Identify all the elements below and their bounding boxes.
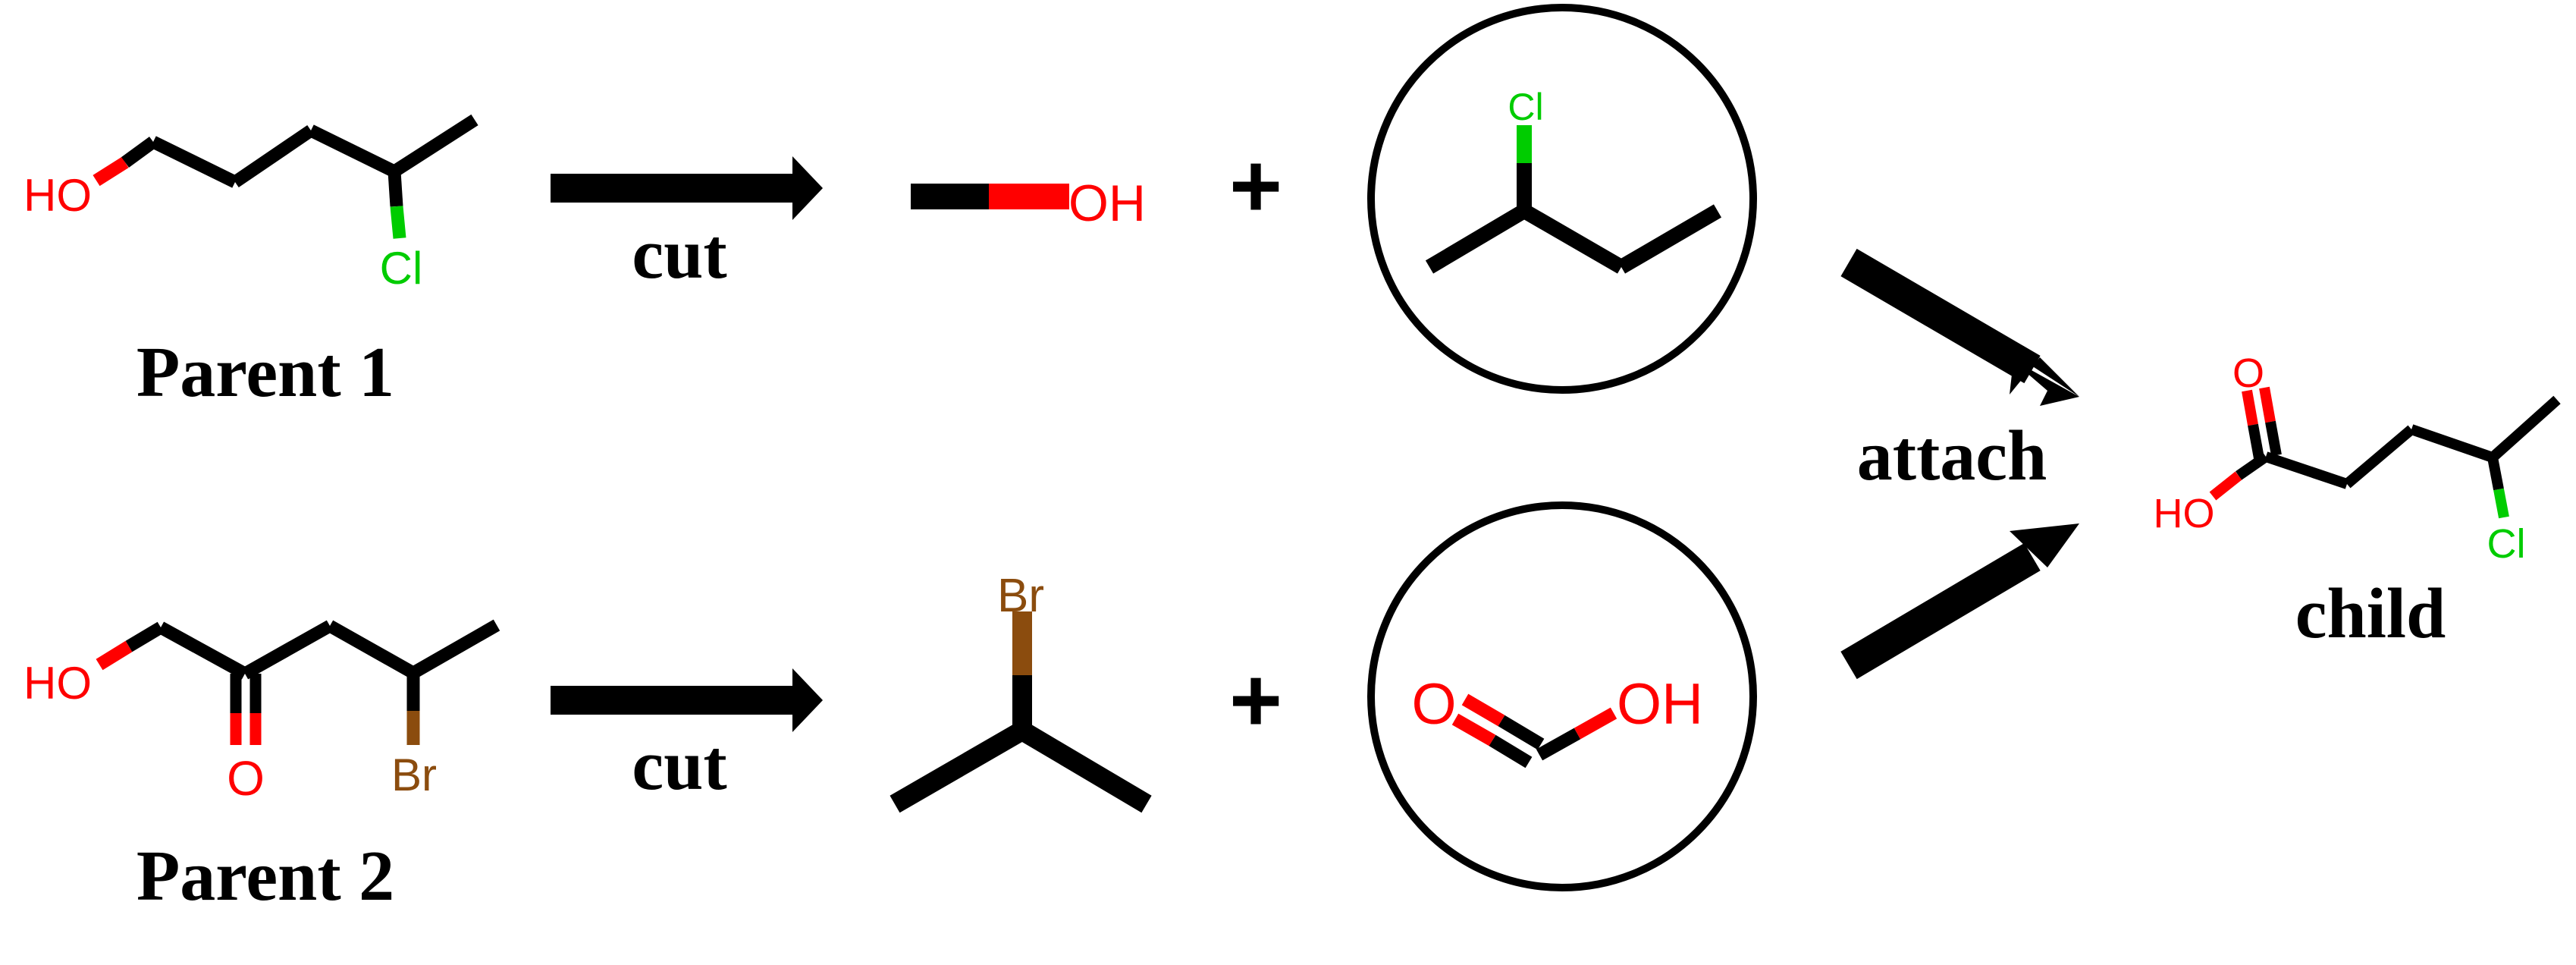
atom-label: HO (2154, 491, 2215, 536)
atom-label: Br (997, 570, 1044, 622)
atom-label: Cl (2487, 521, 2526, 567)
fragment-bromopropane: Br (890, 570, 1152, 813)
bond (326, 620, 417, 679)
fragment-formic-acid: O OH (1411, 672, 1703, 769)
parent-2-molecule: HO O Br (24, 619, 500, 806)
bond (1489, 734, 1533, 769)
bond (387, 171, 403, 207)
bond (2242, 389, 2258, 426)
bond (2259, 386, 2276, 423)
atom-label: HO (24, 170, 92, 221)
bond (2493, 488, 2509, 519)
fragment-circle (1367, 501, 1757, 891)
fragment-methanol: OH (911, 174, 1146, 232)
bond (96, 640, 133, 671)
atom-label: Cl (1508, 86, 1543, 128)
bond (157, 621, 249, 680)
bond (2409, 424, 2495, 463)
atom-label: HO (24, 658, 92, 709)
bond (93, 156, 129, 187)
bond (1617, 204, 1722, 274)
bond (125, 621, 165, 652)
bond (308, 124, 397, 178)
diagonal-up-arrow-icon (1840, 523, 2079, 680)
bond (2487, 456, 2504, 491)
plus-sign: + (1229, 135, 1282, 237)
attach-label: attach (1857, 416, 2047, 495)
bond (121, 137, 158, 168)
right-arrow-icon (551, 156, 823, 220)
bond (2236, 452, 2269, 480)
bond (2248, 423, 2264, 460)
bond (1461, 693, 1505, 727)
atom-label: OH (1068, 174, 1146, 232)
bond (1425, 204, 1529, 274)
atom-label: Cl (380, 243, 423, 294)
fragment-chlorobutane: Cl (1425, 86, 1722, 274)
bond (1536, 728, 1581, 761)
bond (241, 620, 334, 680)
bond (390, 206, 406, 239)
cut-label: cut (632, 726, 726, 805)
bond (150, 136, 238, 188)
child-label: child (2295, 574, 2446, 653)
bond (1498, 715, 1545, 750)
fragment-circle (1367, 4, 1757, 394)
bond (409, 619, 500, 679)
bond (391, 114, 478, 178)
bond (2265, 420, 2282, 457)
bond (1017, 721, 1152, 813)
bond (1574, 707, 1617, 740)
parent-1-molecule: HO Cl (24, 114, 478, 294)
diagonal-down-arrow-icon (1840, 248, 2079, 406)
bond (2343, 425, 2415, 489)
atom-label: Br (391, 750, 437, 800)
atom-label: O (1411, 672, 1456, 737)
bond (1520, 204, 1626, 274)
bond (2209, 471, 2242, 501)
plus-sign: + (1229, 649, 1282, 751)
bond (1451, 713, 1496, 747)
bond (890, 721, 1028, 813)
atom-label: OH (1617, 672, 1703, 737)
atom-label: O (227, 751, 265, 806)
atom-label: O (2232, 350, 2264, 396)
right-arrow-icon (551, 668, 823, 732)
child-molecule: O HO Cl (2154, 350, 2561, 567)
cut-label: cut (632, 215, 726, 294)
bond (2264, 451, 2349, 489)
bond (231, 124, 315, 188)
parent-2-label: Parent 2 (136, 837, 394, 916)
bond (2489, 395, 2561, 462)
parent-1-label: Parent 1 (136, 333, 394, 412)
